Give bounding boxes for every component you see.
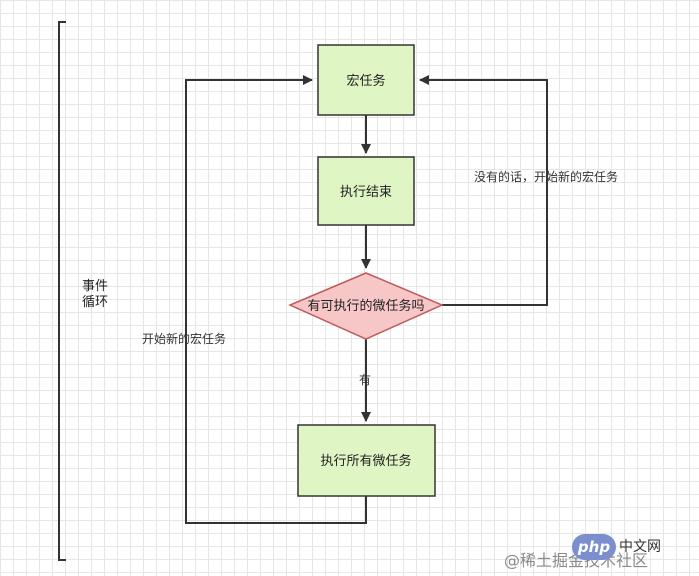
event-loop-label-line2: 循环 xyxy=(82,295,108,310)
php-badge-logo: php xyxy=(572,534,616,560)
node-exec-micro-label: 执行所有微任务 xyxy=(320,453,411,469)
edge-label-yes-branch: 有 xyxy=(359,373,371,387)
node-exec-end-label: 执行结束 xyxy=(340,185,392,200)
edge-no-microtask-loop xyxy=(419,75,548,306)
edge-label-no-branch: 没有的话，开始新的宏任务 xyxy=(474,169,618,184)
node-macro-task: 宏任务 xyxy=(317,44,415,116)
php-cn-watermark: 中文网 xyxy=(619,539,661,555)
node-decision-label: 有可执行的微任务吗 xyxy=(307,298,424,314)
event-loop-bracket xyxy=(58,21,66,561)
node-decision: 有可执行的微任务吗 xyxy=(288,272,444,340)
edge-micro-loop-back xyxy=(185,75,367,524)
node-exec-micro: 执行所有微任务 xyxy=(297,424,436,497)
event-loop-label-line1: 事件 xyxy=(82,279,108,294)
edge-label-loop-back: 开始新的宏任务 xyxy=(142,331,226,346)
node-exec-end: 执行结束 xyxy=(317,156,415,226)
node-macro-task-label: 宏任务 xyxy=(346,73,385,89)
